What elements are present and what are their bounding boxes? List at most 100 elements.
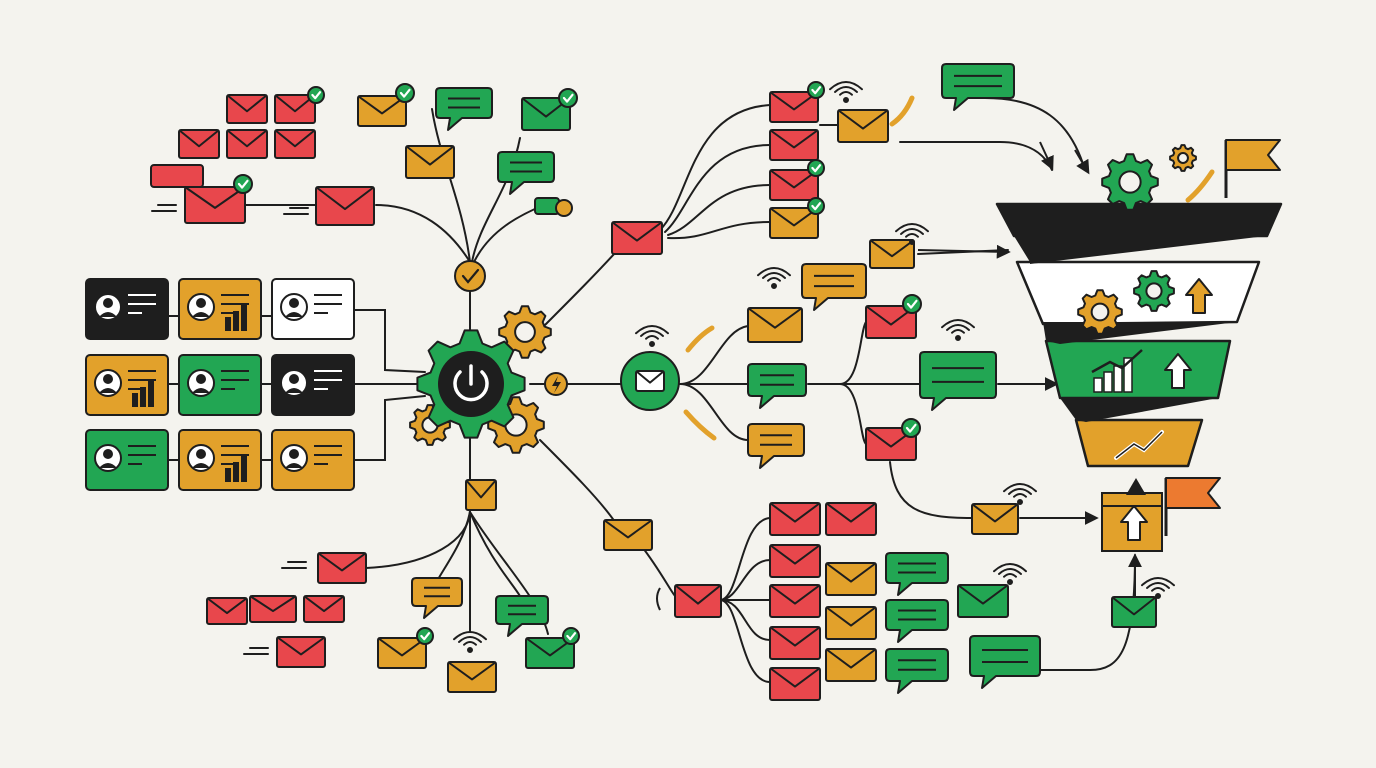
chat-bubble-icon <box>969 635 1041 689</box>
envelope-icon <box>226 129 268 159</box>
chat-bubble-icon <box>747 363 807 409</box>
envelope-icon <box>837 109 889 143</box>
gear-icon <box>1101 153 1159 211</box>
chat-bubble-icon <box>885 648 949 694</box>
envelope-icon <box>769 626 821 660</box>
contact-card-icon <box>178 354 262 416</box>
connector-line <box>679 325 749 385</box>
connector-line <box>473 204 545 263</box>
envelope-icon <box>620 351 680 411</box>
envelope-icon <box>674 584 722 618</box>
envelope-icon <box>769 667 821 701</box>
connector-line <box>375 204 471 263</box>
contact-card-icon <box>271 278 355 340</box>
connector-line <box>719 599 771 641</box>
chat-bubble-icon <box>495 595 549 637</box>
gear-icon <box>1169 144 1197 172</box>
envelope-icon <box>274 129 316 159</box>
connector-arrow <box>1039 141 1054 171</box>
trend-arrow-icon <box>1091 349 1143 374</box>
funnel-band <box>1060 398 1218 422</box>
envelope-icon <box>447 661 497 693</box>
envelope-icon <box>226 94 268 124</box>
flag-icon <box>1164 477 1221 536</box>
connector-line <box>431 108 471 263</box>
connector-line <box>839 321 867 385</box>
envelope-icon <box>769 129 819 161</box>
bar-chart-icon <box>1123 357 1133 393</box>
funnel-stage <box>1044 339 1232 400</box>
envelope-icon <box>825 502 877 536</box>
connector-line <box>679 383 749 441</box>
connector-line <box>353 395 426 461</box>
flag-icon <box>1224 139 1281 198</box>
envelope-icon <box>206 597 248 625</box>
up-arrow-icon <box>1120 505 1148 541</box>
checkmark-icon <box>807 81 825 99</box>
wifi-signal-icon <box>829 81 863 103</box>
checkmark-icon <box>807 159 825 177</box>
envelope-icon <box>957 584 1009 618</box>
connector-line <box>984 97 1086 171</box>
wifi-signal-icon <box>941 319 975 341</box>
connector-line <box>664 144 771 233</box>
envelope-icon <box>1111 596 1157 628</box>
envelope-icon <box>276 636 326 668</box>
envelope-icon <box>178 129 220 159</box>
envelope-icon <box>405 145 455 179</box>
chat-bubble-icon <box>435 87 493 131</box>
envelope-icon <box>769 207 819 239</box>
chat-bubble-icon <box>411 577 463 619</box>
connector-line <box>639 543 676 597</box>
envelope-icon <box>249 595 297 623</box>
motion-lines-icon <box>656 587 661 611</box>
envelope-icon <box>869 239 915 269</box>
chat-bubble-icon <box>555 199 573 217</box>
wifi-signal-icon <box>895 223 929 245</box>
goal-box-icon <box>1101 478 1163 552</box>
envelope-icon <box>865 305 917 339</box>
checkmark-icon <box>416 627 434 645</box>
connector-line <box>353 309 426 373</box>
bar-chart-icon <box>1113 365 1123 393</box>
chat-bubble-icon <box>747 423 805 469</box>
gear-icon <box>1077 289 1123 335</box>
envelope-icon <box>825 648 877 682</box>
envelope-icon <box>769 91 819 123</box>
envelope-icon <box>971 503 1019 535</box>
chat-bubble-icon <box>801 263 867 311</box>
chat-bubble-icon <box>497 151 555 195</box>
connector-line <box>719 517 771 601</box>
envelope-icon <box>184 186 246 224</box>
envelope-icon <box>769 544 821 578</box>
envelope-icon <box>357 95 407 127</box>
connector-line <box>899 141 1053 171</box>
wifi-signal-icon <box>1141 577 1175 599</box>
checkmark-icon <box>562 627 580 645</box>
contact-card-icon <box>85 429 169 491</box>
trend-arrow-icon <box>685 325 715 353</box>
chat-bubble-icon <box>885 599 949 643</box>
checkmark-icon <box>395 83 415 103</box>
connector-line <box>469 511 521 597</box>
funnel-stage <box>995 202 1283 238</box>
conversion-funnel <box>995 139 1283 468</box>
connector-line <box>719 599 771 683</box>
icon-layer <box>85 63 1221 701</box>
envelope-icon <box>825 562 877 596</box>
connector-line <box>667 184 771 236</box>
connector-line <box>667 221 771 240</box>
connector-line <box>839 383 867 445</box>
trend-arrow-icon <box>683 409 717 441</box>
wifi-signal-icon <box>635 325 669 347</box>
checkmark-icon <box>902 294 922 314</box>
envelope-icon <box>769 502 821 536</box>
connector-arrow <box>917 244 1011 259</box>
envelope-icon <box>769 169 819 201</box>
contact-card-icon <box>178 429 262 491</box>
bar-chart-icon <box>1103 371 1113 393</box>
connector-line <box>719 559 771 601</box>
checkmark-icon <box>807 197 825 215</box>
motion-lines-icon <box>151 204 177 212</box>
wifi-signal-icon <box>757 267 791 289</box>
